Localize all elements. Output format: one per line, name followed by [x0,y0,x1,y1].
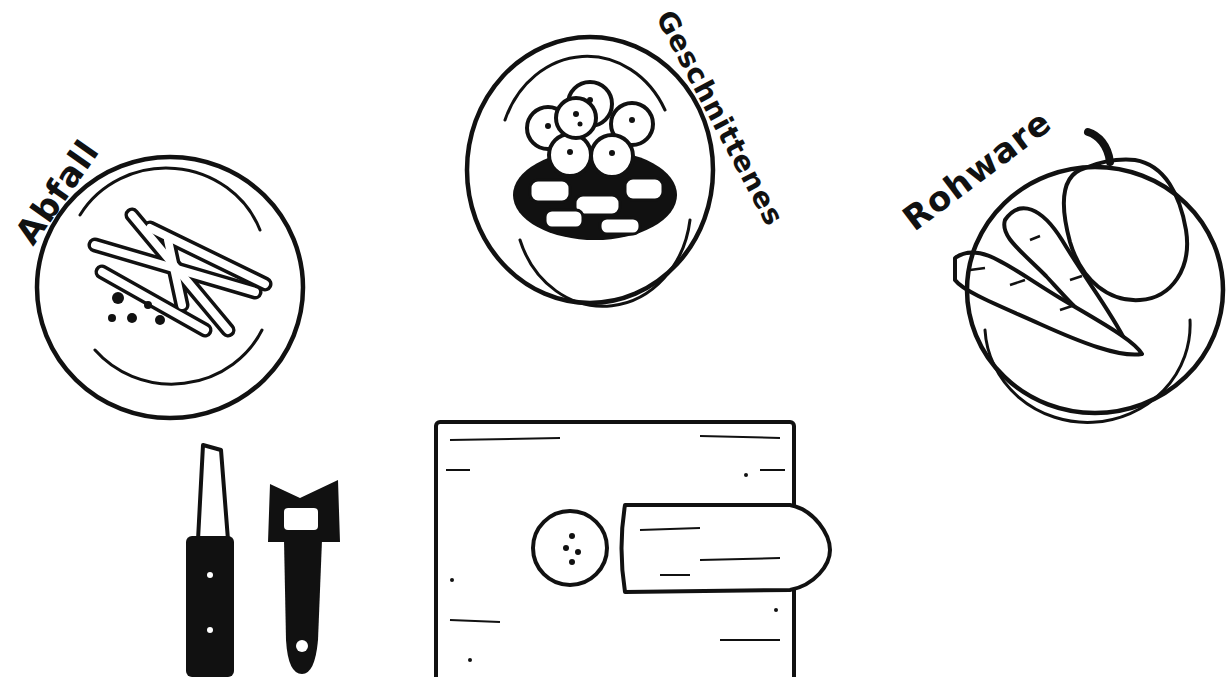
rivet [207,627,213,633]
seed [609,150,615,156]
scrap [108,314,116,322]
chunk [625,178,663,200]
cucumber-slice [533,511,607,585]
seed [587,97,593,103]
seed [578,122,583,127]
plate-rims [80,56,1190,422]
seed [563,545,569,551]
plate-label: Abfall [7,132,107,251]
seed [567,149,573,155]
seeds [545,97,635,156]
plate-label: Geschnittenes [649,5,790,232]
pepper-stem [1088,132,1110,162]
scrap [155,315,165,325]
peeler-handle [284,540,322,674]
plate-rim [95,330,262,384]
carrot-lines [640,528,780,575]
peeler-hole [296,640,308,652]
scrap [144,301,152,309]
knife [186,445,234,677]
scrap [127,313,137,323]
plate-outline [965,165,1225,415]
seed [569,533,575,539]
slice-seeds [563,533,581,565]
carrot-lines [970,236,1082,310]
slice [556,98,596,138]
chunks [530,178,663,234]
speck [744,473,748,477]
peel-outline [95,215,265,330]
chunk [530,180,570,202]
chunk [600,218,640,234]
scrap-bits [108,292,165,325]
peel-strip [102,272,205,330]
plate-outline [465,35,715,305]
seed [545,123,551,129]
slices [527,82,653,177]
plate: Geschnittenes [465,35,715,305]
speck [774,608,778,612]
plate-rim [80,168,260,230]
plate-rim [467,37,713,303]
slice [591,135,633,177]
peel-strip [168,240,182,305]
peeler [268,480,340,674]
peel-scraps [95,215,265,330]
cutting-board [436,422,830,677]
seed [569,559,575,565]
peeler-slot [284,508,318,530]
rivet [207,572,213,578]
knife-handle [186,536,234,677]
speck [450,578,454,582]
knife-blade [198,445,228,540]
plate-rim [967,167,1223,413]
cut-vegetables [513,82,677,240]
seed [629,117,635,123]
chunk [545,210,583,228]
carrot-piece [622,505,831,592]
peeler-head [268,480,340,542]
speck [468,658,472,662]
seed [575,549,581,555]
plate: Rohware [965,165,1225,415]
plate-label: Rohware [895,101,1059,238]
peel-fill [95,215,265,330]
seed [573,111,579,117]
scrap [112,292,124,304]
plate: Abfall [35,155,305,420]
slice [549,134,591,176]
